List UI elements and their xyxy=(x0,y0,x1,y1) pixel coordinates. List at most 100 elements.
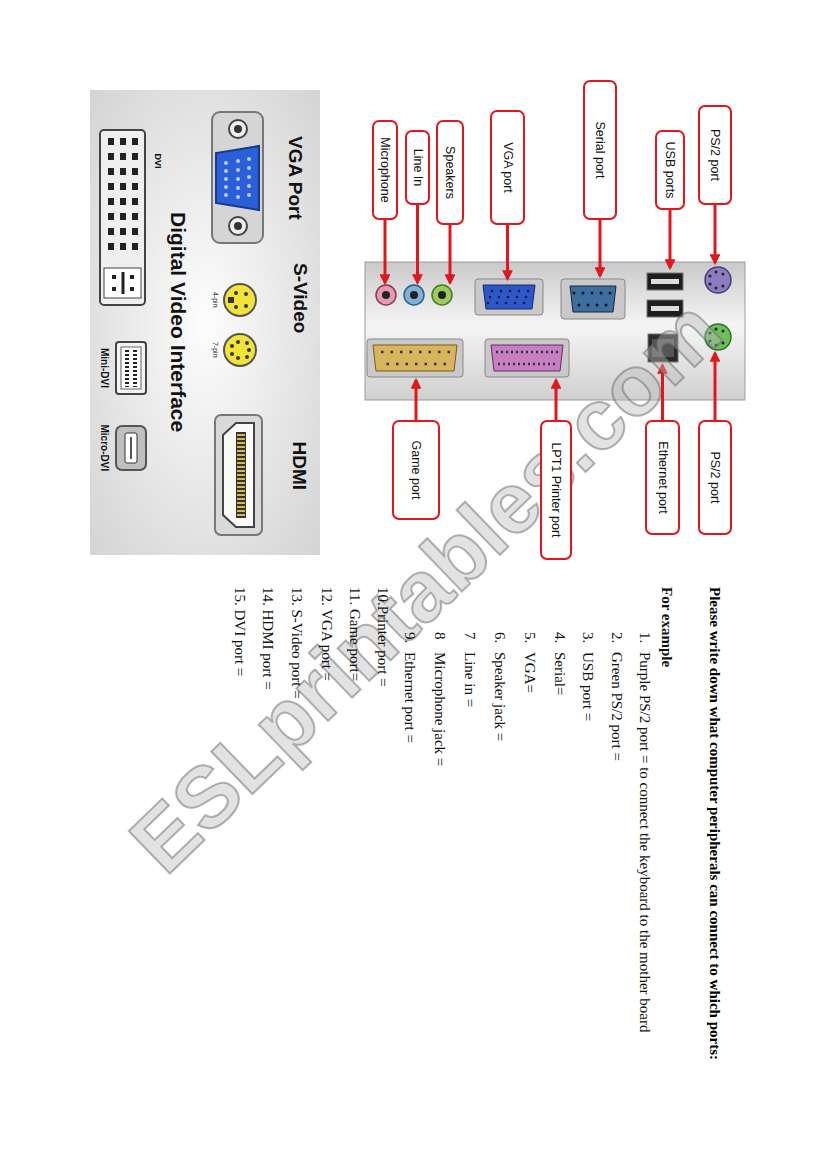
ps2-port-green xyxy=(705,324,731,350)
list-item: 11. Game port= xyxy=(346,587,363,681)
pin-count: 4-pin xyxy=(211,292,219,308)
connector-name: VGA Port xyxy=(284,136,306,220)
micro-dvi-socket xyxy=(125,433,137,463)
parallel-port xyxy=(491,345,563,371)
serial-pins xyxy=(574,293,610,305)
jack-hole xyxy=(382,291,390,299)
callout-box: Game port xyxy=(392,420,440,520)
s-video-key xyxy=(228,297,234,303)
leader-arrow xyxy=(416,205,419,283)
leader-arrow xyxy=(714,205,717,263)
leader-arrow xyxy=(661,365,664,420)
leader-arrow xyxy=(449,225,452,283)
s-video-4pin xyxy=(224,284,256,316)
ethernet-port xyxy=(648,334,678,362)
line-in-jack xyxy=(404,285,424,305)
list-item: 14. HDMI port = xyxy=(259,587,276,690)
mini-dvi-socket xyxy=(121,347,141,389)
hdmi-pins xyxy=(237,434,245,517)
list-item: VGA= xyxy=(521,652,538,693)
serial-port xyxy=(570,286,616,312)
list-item: Ethernet port = xyxy=(401,652,418,743)
micro-dvi-tongue xyxy=(130,437,132,459)
mini-dvi-connector xyxy=(116,342,146,394)
jack-hole xyxy=(410,291,418,299)
dvi-blade xyxy=(122,272,125,294)
list-number: 5. xyxy=(521,632,538,643)
jack-hole xyxy=(438,291,446,299)
callout-label: LPT1 Printer port xyxy=(549,442,564,537)
list-item: Line in = xyxy=(461,652,478,707)
list-item: Microphone jack = xyxy=(431,652,448,766)
game-pins xyxy=(382,363,446,366)
connector-name: HDMI xyxy=(288,442,310,491)
connector-heading: Digital Video Interface xyxy=(166,212,190,432)
list-number: 7 xyxy=(461,632,478,640)
callout-box: PS/2 port xyxy=(698,420,732,535)
s-video-pins xyxy=(236,293,246,307)
connector-name: S-Video xyxy=(289,263,311,333)
vga-connector xyxy=(212,112,263,243)
connector-name: Mini-DVI xyxy=(99,348,111,388)
vga-shell xyxy=(475,279,543,315)
list-number: 4. xyxy=(551,632,568,643)
callout-box: Serial port xyxy=(583,80,617,220)
callout-label: Serial port xyxy=(593,122,608,179)
list-number: 8 xyxy=(431,632,448,640)
back-panel xyxy=(365,262,745,400)
screw-head xyxy=(234,222,242,230)
callout-box: Speakers xyxy=(436,120,464,225)
game-pins xyxy=(379,351,450,354)
ethernet-socket xyxy=(652,339,674,357)
vga-pins xyxy=(488,291,528,303)
s-video-7pin xyxy=(224,334,256,366)
list-number: 6. xyxy=(491,632,508,643)
vga-port xyxy=(483,285,535,309)
list-item: 10.Printer port = xyxy=(374,587,391,687)
microphone-jack xyxy=(376,285,396,305)
worksheet-title: Please write down what computer peripher… xyxy=(705,587,725,1077)
serial-shell xyxy=(561,279,625,319)
usb-port xyxy=(647,273,683,290)
vga-pins xyxy=(226,159,249,197)
leader-arrow xyxy=(415,380,418,420)
list-item: 12. VGA port = xyxy=(318,587,335,681)
dvi-cross-area xyxy=(104,268,141,298)
dvi-analog-pins xyxy=(114,277,132,289)
back-panel-photo xyxy=(365,262,745,400)
callout-box: Ethernet port xyxy=(645,420,680,535)
callout-box: Microphone xyxy=(372,120,398,220)
callout-label: Game port xyxy=(409,440,424,499)
picture-ground xyxy=(90,90,320,555)
list-number: 9. xyxy=(401,632,418,643)
leader-arrow xyxy=(555,380,558,420)
callout-label: USB ports xyxy=(663,142,678,199)
callout-label: PS/2 port xyxy=(708,129,723,181)
usb-port xyxy=(647,300,683,317)
leader-arrow xyxy=(384,220,387,283)
callout-box: PS/2 port xyxy=(698,105,732,205)
leader-arrows xyxy=(385,205,715,420)
leader-arrow xyxy=(714,353,717,420)
parallel-pins xyxy=(498,363,555,366)
callout-label: Speakers xyxy=(443,146,458,199)
connector-name: DVI xyxy=(153,154,163,169)
callout-label: Microphone xyxy=(378,137,393,202)
leader-arrow xyxy=(506,225,509,279)
list-number: 3. xyxy=(579,632,596,643)
callout-box: USB ports xyxy=(655,130,685,210)
list-item: 15. DVI port = xyxy=(231,587,248,676)
list-item: Speaker jack = xyxy=(491,652,508,741)
game-port xyxy=(373,345,457,371)
video-connectors-picture xyxy=(90,90,320,555)
callout-label: PS/2 port xyxy=(708,451,723,503)
leader-arrow xyxy=(669,210,672,268)
callout-box: LPT1 Printer port xyxy=(540,420,572,560)
callout-label: Line In xyxy=(410,149,425,187)
callout-box: Line In xyxy=(405,130,430,205)
dvi-connector xyxy=(100,130,145,305)
callout-label: Ethernet port xyxy=(655,441,670,513)
hdmi-connector xyxy=(215,415,262,535)
ps2-pins xyxy=(710,329,723,345)
usb-tongue xyxy=(651,279,679,284)
